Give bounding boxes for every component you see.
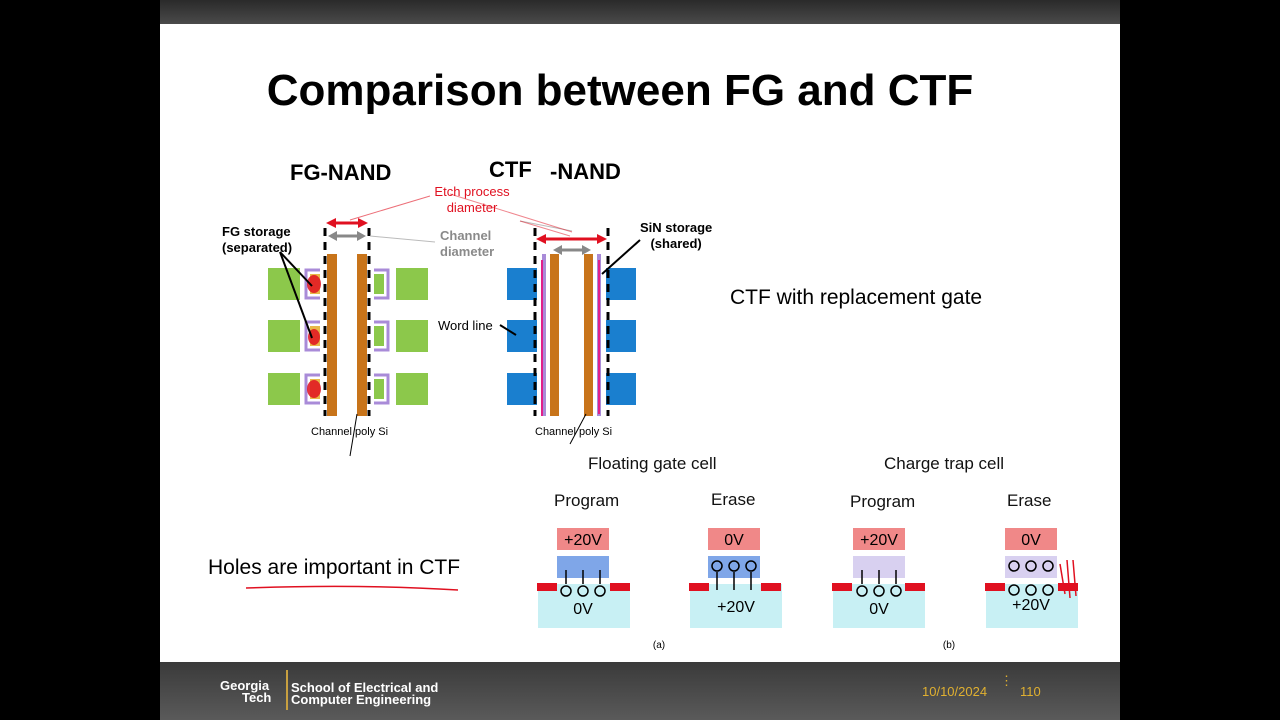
cell-op-2: Erase bbox=[711, 490, 756, 509]
svg-text:0V: 0V bbox=[573, 601, 593, 618]
fg-channel-right bbox=[357, 254, 367, 416]
slide: Comparison between FG and CTF FG-NAND CT… bbox=[160, 24, 1120, 662]
channel-poly-fg-label: Channel poly Si bbox=[311, 426, 389, 438]
ctf-heading-b: -NAND bbox=[550, 159, 621, 184]
cell-3: +20V 0V bbox=[832, 528, 925, 628]
school-name: School of Electrical and Computer Engine… bbox=[291, 680, 439, 707]
holes-note: Holes are important in CTF bbox=[208, 556, 461, 579]
fg-storage-label: FG storage(separated) bbox=[222, 224, 293, 255]
replacement-gate-text: CTF with replacement gate bbox=[730, 286, 983, 309]
fg-channel-left bbox=[327, 254, 337, 416]
cell-4: 0V +20V bbox=[985, 528, 1078, 628]
fg-wordline-6 bbox=[396, 373, 428, 405]
channel-poly-ctf-label: Channel poly Si bbox=[535, 426, 613, 438]
ctf-wordline-4 bbox=[606, 268, 636, 300]
fg-wordline-3 bbox=[268, 373, 300, 405]
fig-b-label: (b) bbox=[943, 640, 955, 651]
fg-wordline-1 bbox=[268, 268, 300, 300]
fg-nand-diagram bbox=[268, 218, 428, 457]
fg-wordline-4 bbox=[396, 268, 428, 300]
ctf-wordline-5 bbox=[606, 320, 636, 352]
footer-separator: ⋮ bbox=[1000, 673, 1013, 688]
svg-text:+20V: +20V bbox=[564, 532, 602, 549]
fg-wordline-5 bbox=[396, 320, 428, 352]
ctf-wordline-2 bbox=[507, 320, 537, 352]
logo-divider bbox=[286, 670, 288, 710]
word-line-label: Word line bbox=[438, 318, 493, 333]
svg-text:+20V: +20V bbox=[860, 532, 898, 549]
cell-op-3: Program bbox=[850, 492, 916, 511]
underline-annotation bbox=[245, 585, 459, 591]
cell-2: 0V +20V bbox=[689, 528, 782, 628]
footer-date: 10/10/2024 bbox=[922, 684, 988, 699]
svg-text:+20V: +20V bbox=[1012, 597, 1050, 614]
sin-storage-label: SiN storage(shared) bbox=[640, 220, 713, 251]
ctf-wordline-1 bbox=[507, 268, 537, 300]
cell-1: +20V 0V bbox=[537, 528, 630, 628]
floating-gate-cell-title: Floating gate cell bbox=[588, 454, 717, 473]
georgia-tech-logo: Georgia Tech bbox=[220, 678, 272, 705]
svg-text:0V: 0V bbox=[869, 601, 889, 618]
charge-trap-cell-title: Charge trap cell bbox=[884, 454, 1005, 473]
top-bar bbox=[160, 0, 1120, 24]
ctf-nand-diagram bbox=[499, 220, 641, 445]
ctf-wordline-6 bbox=[606, 373, 636, 405]
ctf-channel-right bbox=[584, 254, 593, 416]
svg-text:+20V: +20V bbox=[717, 599, 755, 616]
svg-text:0V: 0V bbox=[1021, 532, 1041, 549]
fg-wordline-2 bbox=[268, 320, 300, 352]
fig-a-label: (a) bbox=[653, 640, 665, 651]
cell-op-1: Program bbox=[554, 491, 620, 510]
fg-nand-heading: FG-NAND bbox=[290, 160, 392, 185]
slide-title: Comparison between FG and CTF bbox=[266, 66, 974, 115]
cell-op-4: Erase bbox=[1007, 491, 1052, 510]
ctf-wordline-3 bbox=[507, 373, 537, 405]
footer: Georgia Tech School of Electrical and Co… bbox=[160, 662, 1120, 720]
svg-text:0V: 0V bbox=[724, 532, 744, 549]
ctf-heading-a: CTF bbox=[489, 157, 532, 182]
diagram-canvas: +20V 0V 0V +20V +20V 0V bbox=[245, 193, 1078, 651]
page-number: 110 bbox=[1020, 684, 1041, 699]
ctf-channel-left bbox=[550, 254, 559, 416]
